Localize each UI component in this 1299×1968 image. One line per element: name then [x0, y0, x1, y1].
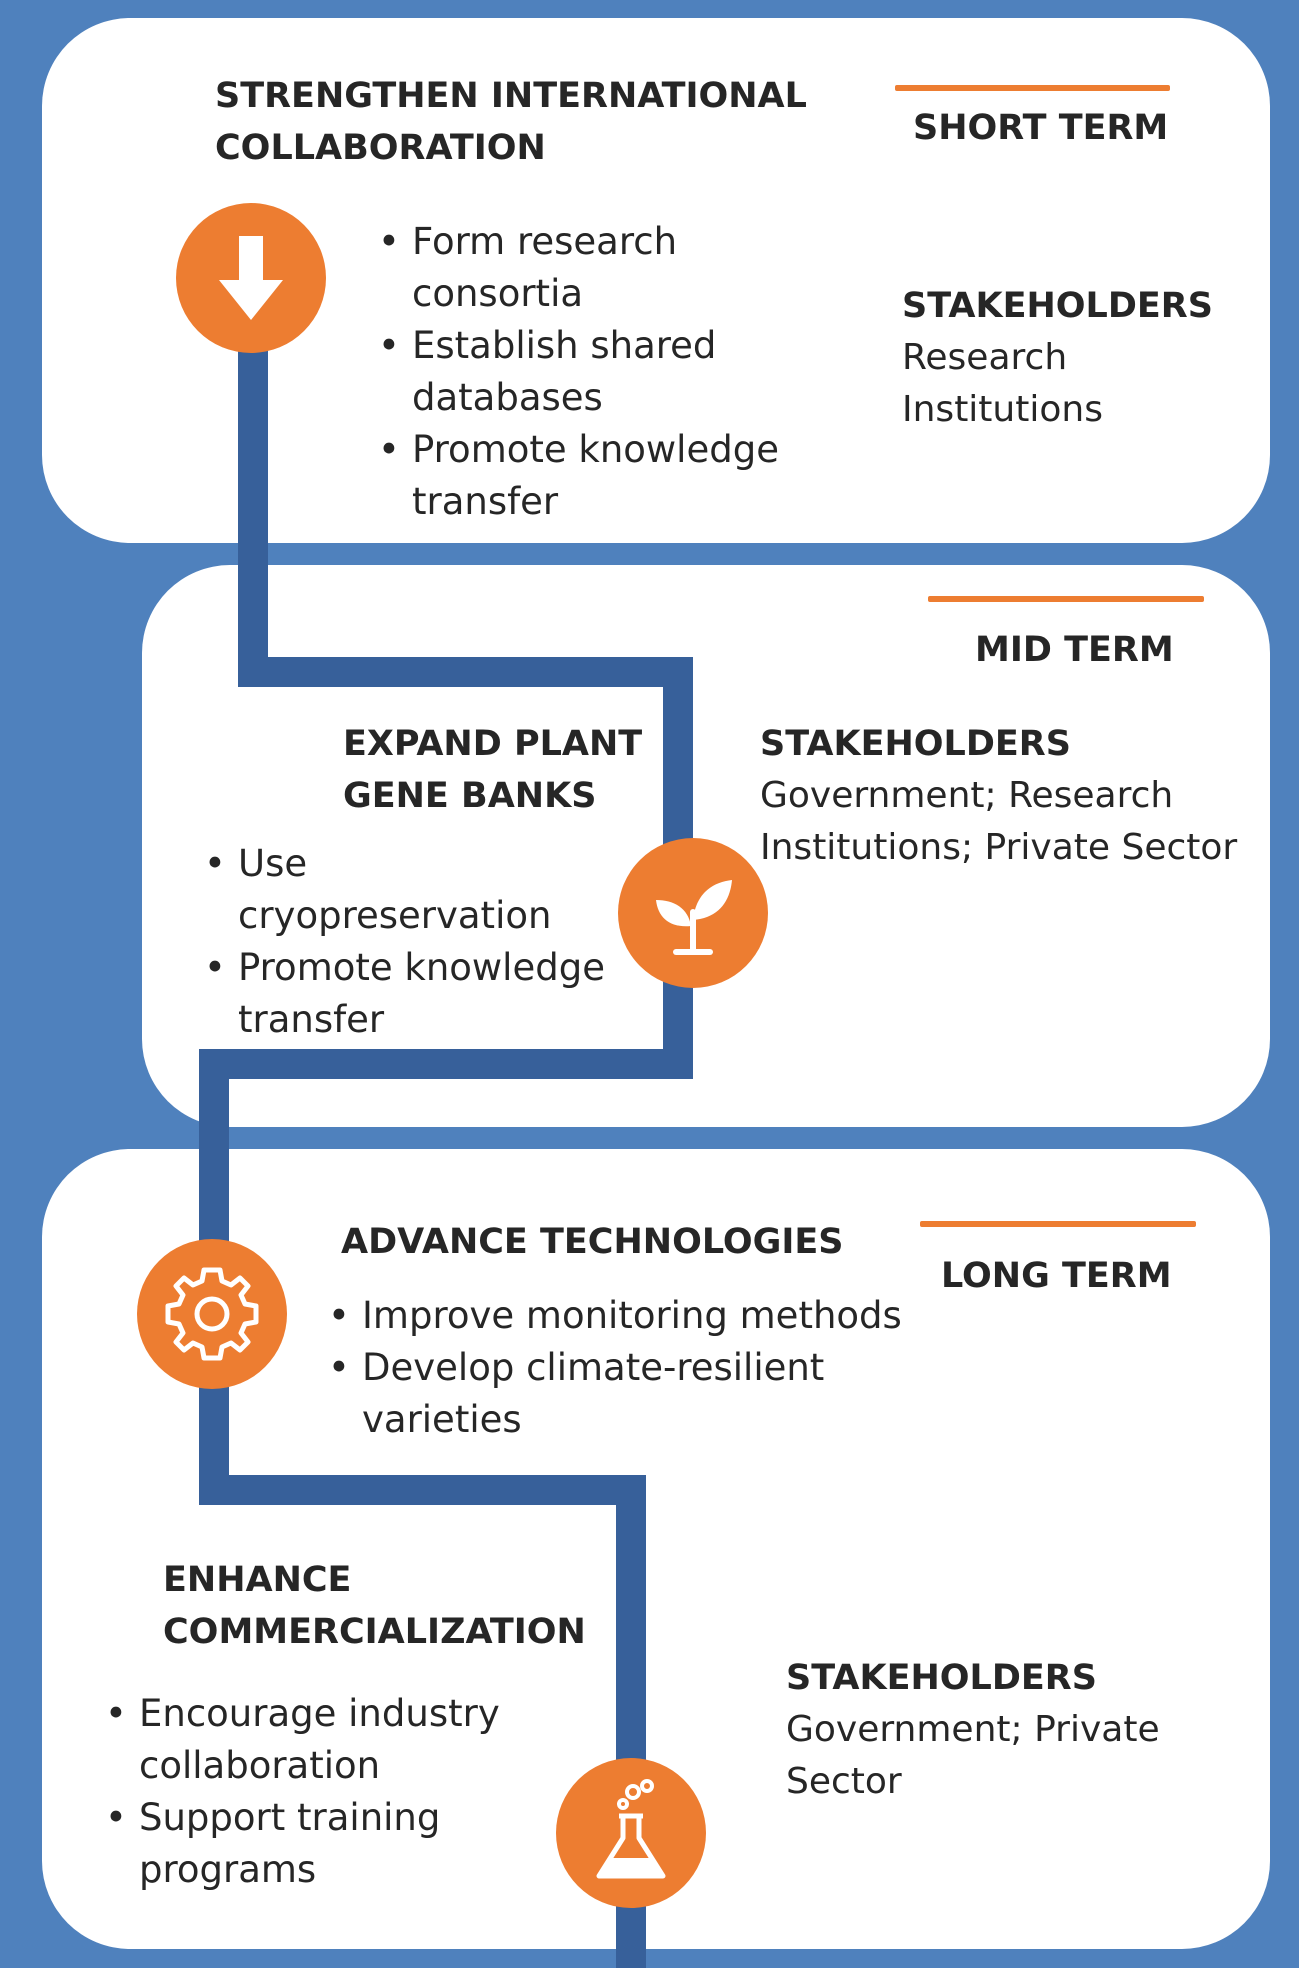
tech-action-list: Improve monitoring methods Develop clima…	[324, 1290, 924, 1446]
list-item: Encourage industry collaboration	[101, 1688, 521, 1792]
list-item: Use cryopreservation	[200, 838, 620, 942]
stakeholders-line: Institutions	[902, 389, 1103, 430]
arrow-down-icon	[176, 203, 326, 353]
title-line: ENHANCE	[163, 1560, 352, 1600]
mid-term-action-title: EXPAND PLANT GENE BANKS	[343, 718, 642, 822]
title-line: STRENGTHEN INTERNATIONAL	[215, 76, 807, 116]
stakeholders-line: Research	[902, 337, 1068, 378]
list-item: Improve monitoring methods	[324, 1290, 924, 1342]
mid-term-action-list: Use cryopreservation Promote knowledge t…	[200, 838, 620, 1046]
path-line	[199, 300, 693, 1968]
short-term-action-title: STRENGTHEN INTERNATIONAL COLLABORATION	[215, 70, 807, 174]
stakeholders-line: Institutions; Private Sector	[760, 827, 1238, 868]
list-item: Develop climate-resilient varieties	[324, 1342, 924, 1446]
long-term-stakeholders: STAKEHOLDERS Government; Private Sector	[786, 1652, 1160, 1808]
title-line: COLLABORATION	[215, 128, 546, 168]
mid-term-accent-line	[928, 596, 1204, 602]
title-line: EXPAND PLANT	[343, 724, 643, 764]
short-term-action-list: Form research consortia Establish shared…	[374, 216, 854, 528]
title-line: GENE BANKS	[343, 776, 597, 816]
commercial-action-list: Encourage industry collaboration Support…	[101, 1688, 521, 1896]
stakeholders-label: STAKEHOLDERS	[902, 286, 1213, 326]
commercial-action-title: ENHANCE COMMERCIALIZATION	[163, 1554, 586, 1658]
list-item: Establish shared databases	[374, 320, 854, 424]
list-item: Promote knowledge transfer	[374, 424, 854, 528]
short-term-accent-line	[895, 85, 1170, 91]
mid-term-label: MID TERM	[975, 630, 1174, 670]
list-item: Form research consortia	[374, 216, 854, 320]
stakeholders-line: Government; Research	[760, 775, 1174, 816]
long-term-accent-line	[920, 1221, 1196, 1227]
mid-term-stakeholders: STAKEHOLDERS Government; Research Instit…	[760, 718, 1237, 874]
plant-sprout-icon	[618, 838, 768, 988]
stakeholders-line: Sector	[786, 1761, 902, 1802]
list-item: Promote knowledge transfer	[200, 942, 620, 1046]
list-item: Support training programs	[101, 1792, 521, 1896]
tech-action-title: ADVANCE TECHNOLOGIES	[341, 1222, 844, 1262]
stakeholders-label: STAKEHOLDERS	[786, 1658, 1097, 1698]
title-line: COMMERCIALIZATION	[163, 1612, 586, 1652]
gear-icon	[137, 1239, 287, 1389]
stakeholders-label: STAKEHOLDERS	[760, 724, 1071, 764]
stakeholders-line: Government; Private	[786, 1709, 1160, 1750]
short-term-label: SHORT TERM	[913, 108, 1169, 148]
long-term-label: LONG TERM	[941, 1256, 1172, 1296]
flask-icon	[556, 1758, 706, 1908]
short-term-stakeholders: STAKEHOLDERS Research Institutions	[902, 280, 1213, 436]
